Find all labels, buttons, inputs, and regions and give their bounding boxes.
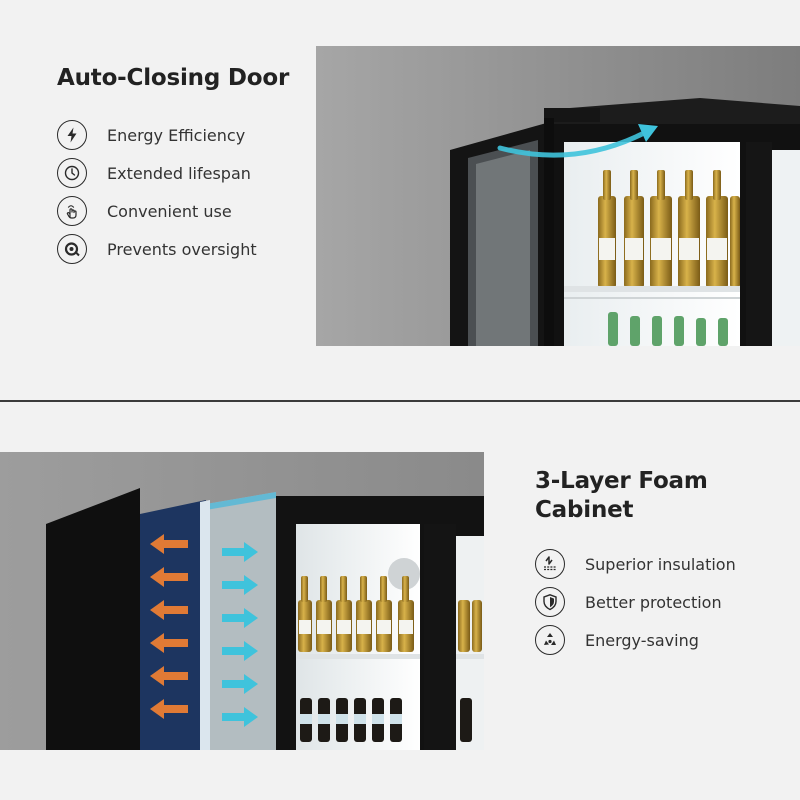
fridge-door-photo	[316, 46, 800, 346]
lightning-icon	[57, 120, 87, 150]
feature-item: Convenient use	[57, 192, 257, 230]
feature-item: Better protection	[535, 583, 736, 621]
feature-label: Superior insulation	[585, 554, 736, 574]
feature-label: Energy-saving	[585, 630, 699, 650]
eco-recycle-icon	[535, 625, 565, 655]
feature-item: Energy-saving	[535, 621, 736, 659]
section-title: Auto-Closing Door	[57, 65, 290, 91]
shield-icon	[535, 587, 565, 617]
feature-label: Better protection	[585, 592, 722, 612]
feature-label: Energy Efficiency	[107, 125, 246, 145]
clock-icon	[57, 158, 87, 188]
thermometer-icon	[535, 549, 565, 579]
feature-item: Energy Efficiency	[57, 116, 257, 154]
hand-touch-icon	[57, 196, 87, 226]
feature-item: Extended lifespan	[57, 154, 257, 192]
door-closing-icon	[57, 234, 87, 264]
feature-item: Prevents oversight	[57, 230, 257, 268]
feature-label: Prevents oversight	[107, 239, 257, 259]
section-divider	[0, 400, 800, 402]
feature-label: Convenient use	[107, 201, 232, 221]
foam-layers-photo	[0, 452, 484, 750]
auto-closing-door-section: Auto-Closing Door Energy Efficiency Exte…	[57, 46, 800, 346]
section-title-line1: 3-Layer Foam	[535, 468, 708, 494]
feature-list: Superior insulation Better protection En…	[535, 545, 736, 659]
feature-label: Extended lifespan	[107, 163, 251, 183]
foam-cabinet-section: 3-Layer Foam Cabinet Superior insulation…	[0, 402, 800, 800]
feature-item: Superior insulation	[535, 545, 736, 583]
section-title: 3-Layer Foam Cabinet	[535, 467, 708, 525]
section-title-line2: Cabinet	[535, 497, 634, 523]
feature-list: Energy Efficiency Extended lifespan Conv…	[57, 116, 257, 268]
